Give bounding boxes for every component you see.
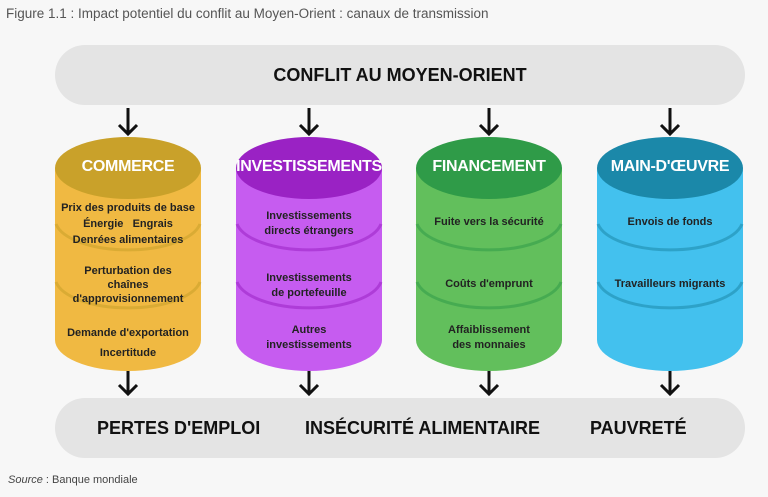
- outcomes-banner: PERTES D'EMPLOI INSÉCURITÉ ALIMENTAIRE P…: [55, 398, 745, 458]
- commerce-item: Perturbation des chaînes d'approvisionne…: [53, 264, 203, 306]
- source-label: Source: [8, 474, 43, 486]
- item-text: Prix des produits de base: [61, 202, 195, 214]
- outcome-poverty: PAUVRETÉ: [590, 418, 687, 438]
- barrel-top: [597, 137, 743, 199]
- barrel-ring: [235, 281, 383, 310]
- arrow-down-icon: [478, 123, 500, 137]
- arrow-down-icon: [117, 383, 139, 397]
- channel-commerce-header: COMMERCE: [81, 158, 175, 175]
- arrow-down-icon: [298, 383, 320, 397]
- arrow-down-icon: [659, 123, 681, 137]
- item-text: directs étrangers: [264, 225, 354, 237]
- outcome-job-losses: PERTES D'EMPLOI: [97, 418, 261, 438]
- labor-item: Envois de fonds: [627, 216, 713, 228]
- barrel-top: [236, 137, 382, 199]
- barrel-ring: [596, 223, 744, 252]
- commerce-item: Prix des produits de base Énergie Engrai…: [53, 200, 203, 248]
- barrel-body: [597, 168, 743, 371]
- source-text: : Banque mondiale: [42, 474, 138, 486]
- source-note: Source : Banque mondiale: [8, 474, 138, 486]
- item-text: Perturbation des: [84, 265, 172, 277]
- arrow-down-icon: [117, 123, 139, 137]
- barrel-ring: [596, 281, 744, 310]
- item-text: Denrées alimentaires: [72, 234, 184, 246]
- item-text: Incertitude: [99, 347, 157, 359]
- item-text: d'approvisionnement: [72, 293, 184, 305]
- channel-finance-header: FINANCEMENT: [432, 158, 546, 175]
- channel-labor-header: MAIN-D'ŒUVRE: [610, 158, 730, 175]
- barrel-body: [55, 168, 201, 371]
- item-text: Investissements: [266, 210, 352, 222]
- barrel-body: [236, 168, 382, 371]
- finance-item: Coûts d'emprunt: [445, 278, 533, 290]
- investments-item: Autres investissements: [234, 323, 384, 353]
- arrow-down-icon: [478, 383, 500, 397]
- conflict-banner: CONFLIT AU MOYEN-ORIENT: [55, 45, 745, 105]
- item-text: Affaiblissement: [448, 324, 530, 336]
- item-text: Investissements: [266, 272, 352, 284]
- item-text: Énergie Engrais: [83, 218, 173, 230]
- arrow-down-icon: [298, 123, 320, 137]
- barrel-top: [55, 137, 201, 199]
- barrel-ring: [415, 281, 563, 310]
- labor-item: Travailleurs migrants: [614, 278, 726, 290]
- barrel-ring: [54, 281, 202, 310]
- figure-title: Figure 1.1 : Impact potentiel du conflit…: [6, 6, 489, 21]
- item-text: chaînes: [107, 279, 149, 291]
- outcome-food-insecurity: INSÉCURITÉ ALIMENTAIRE: [305, 418, 541, 438]
- item-text: investissements: [266, 339, 352, 351]
- item-text: Autres: [291, 324, 327, 336]
- arrow-down-icon: [659, 383, 681, 397]
- conflict-label: CONFLIT AU MOYEN-ORIENT: [273, 65, 527, 85]
- finance-item: Fuite vers la sécurité: [434, 216, 544, 228]
- barrel-body: [416, 168, 562, 371]
- barrel-ring: [235, 223, 383, 252]
- investments-item: Investissements de portefeuille: [234, 271, 384, 301]
- finance-item: Affaiblissement des monnaies: [414, 323, 564, 353]
- barrel-ring: [415, 223, 563, 252]
- investments-item: Investissements directs étrangers: [234, 209, 384, 239]
- item-text: de portefeuille: [271, 287, 347, 299]
- commerce-item: Demande d'exportation Incertitude: [53, 323, 203, 363]
- item-text: des monnaies: [452, 339, 526, 351]
- item-text: Demande d'exportation: [67, 327, 189, 339]
- channel-investments-header: INVESTISSEMENTS: [236, 158, 382, 175]
- barrel-ring: [54, 223, 202, 252]
- barrel-top: [416, 137, 562, 199]
